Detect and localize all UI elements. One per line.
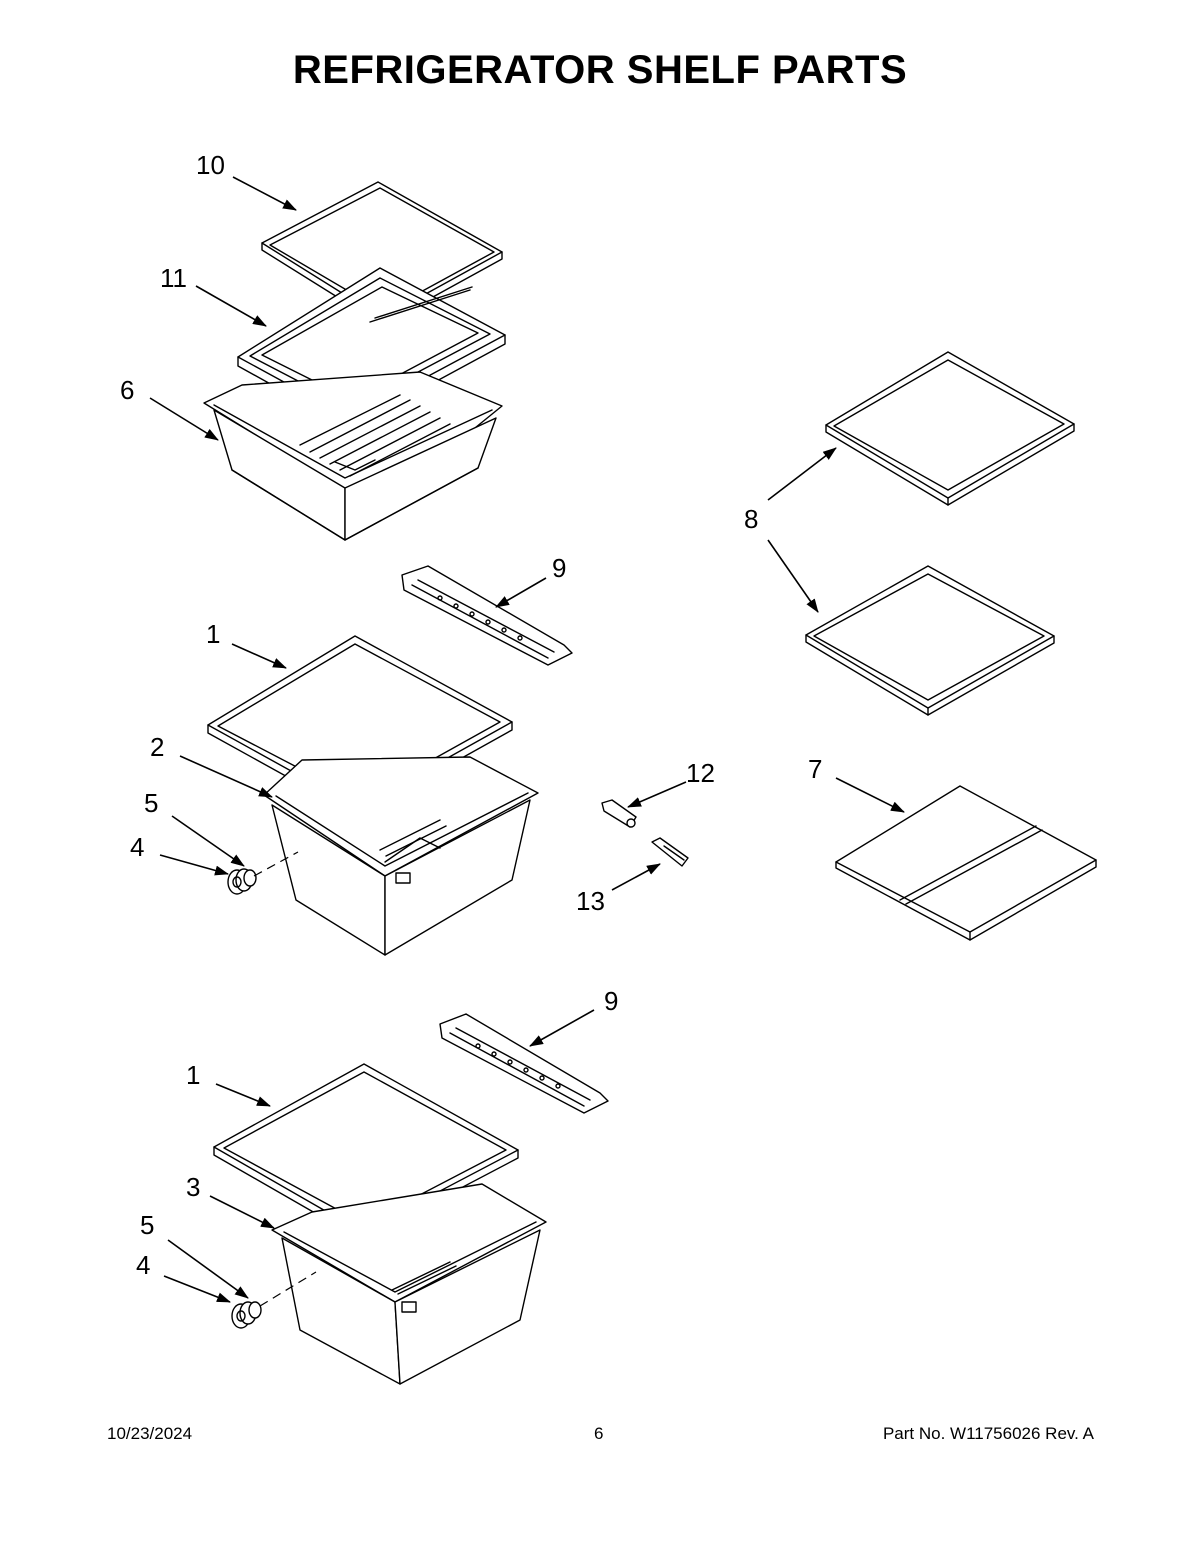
footer-date: 10/23/2024 xyxy=(107,1424,193,1443)
part-4-5-wheel-lower xyxy=(231,1271,317,1329)
footer-part-number: Part No. W11756026 Rev. A xyxy=(882,1424,1094,1443)
callout-9-upper: 9 xyxy=(552,553,566,583)
callout-10: 10 xyxy=(196,150,225,180)
callout-3: 3 xyxy=(186,1172,200,1202)
callout-4-upper: 4 xyxy=(130,832,144,862)
part-2-drawer xyxy=(263,756,539,956)
part-10-crisper-glass xyxy=(261,181,503,326)
part-9-rail-upper xyxy=(401,565,573,666)
part-8-shelf-top xyxy=(825,351,1075,506)
callout-5-upper: 5 xyxy=(144,788,158,818)
part-12-clip xyxy=(601,799,637,828)
callout-13: 13 xyxy=(576,886,605,916)
part-3-drawer xyxy=(271,1183,547,1385)
footer-page-number: 6 xyxy=(594,1424,604,1443)
part-9-rail-lower xyxy=(439,1013,609,1114)
part-4-5-wheel-upper xyxy=(227,851,299,895)
callout-9-lower: 9 xyxy=(604,986,618,1016)
leader-arrows xyxy=(149,176,905,1303)
part-6-crisper-drawer xyxy=(203,371,503,541)
callout-2: 2 xyxy=(150,732,164,762)
callout-11: 11 xyxy=(160,263,187,293)
part-13-clip xyxy=(651,837,689,867)
callout-7: 7 xyxy=(808,754,822,784)
callout-4-lower: 4 xyxy=(136,1250,150,1280)
callout-5-lower: 5 xyxy=(140,1210,154,1240)
callout-1-upper: 1 xyxy=(206,619,220,649)
part-7-split-shelf xyxy=(835,785,1097,941)
part-8-shelf-bottom xyxy=(805,565,1055,716)
callout-12: 12 xyxy=(686,758,715,788)
callout-8: 8 xyxy=(744,504,758,534)
page-title: REFRIGERATOR SHELF PARTS xyxy=(292,48,908,92)
callout-1-lower: 1 xyxy=(186,1060,200,1090)
callout-6: 6 xyxy=(120,375,134,405)
